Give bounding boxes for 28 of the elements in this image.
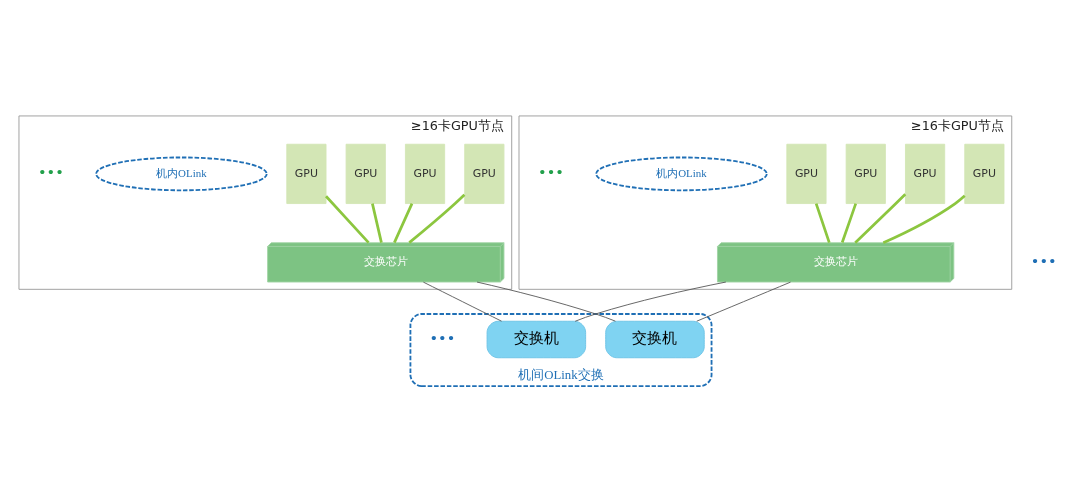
node-ellipse: 机内OLink <box>95 156 268 191</box>
node-ellipse: 机内OLink <box>595 156 768 191</box>
connector <box>854 192 907 244</box>
connector <box>325 194 370 244</box>
node-box: GPU <box>404 143 446 204</box>
connector <box>476 281 616 322</box>
connector <box>814 202 831 243</box>
node-box: GPU <box>905 143 946 204</box>
connector <box>422 281 502 322</box>
node-box: GPU <box>345 143 386 204</box>
connector <box>882 194 966 244</box>
connector <box>696 281 791 322</box>
connector <box>840 202 858 243</box>
node-box: GPU <box>964 143 1005 204</box>
label: ••• <box>538 162 564 180</box>
node-box: 交换机 <box>605 320 705 358</box>
node-box: GPU <box>464 143 505 204</box>
label: ••• <box>1030 251 1057 269</box>
label: ••• <box>429 328 456 346</box>
node-box: GPU <box>786 143 827 204</box>
label: ••• <box>37 162 64 180</box>
node-box: GPU <box>845 143 886 204</box>
node-box: GPU <box>286 143 327 204</box>
connector <box>408 193 466 244</box>
connector <box>574 281 727 322</box>
node-box: 交换机 <box>486 320 587 358</box>
connector <box>393 202 414 243</box>
connector <box>371 202 383 243</box>
